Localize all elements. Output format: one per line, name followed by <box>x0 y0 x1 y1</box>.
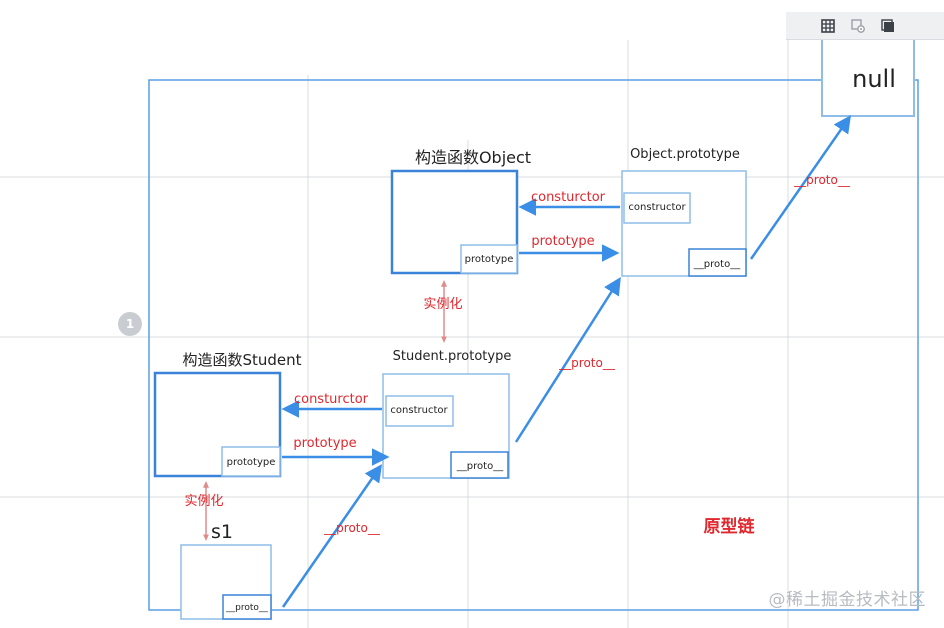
student-ctor-label: 构造函数Student <box>182 351 301 369</box>
label-student-constructor: consturctor <box>294 392 369 407</box>
object-proto-proto-text: __proto__ <box>693 259 741 270</box>
label-student-prototype: prototype <box>293 436 356 451</box>
object-proto-constructor-text: constructor <box>628 202 686 213</box>
student-ctor-prototype-text: prototype <box>227 457 276 468</box>
diagram-title: 原型链 <box>704 516 756 537</box>
student-proto-label: Student.prototype <box>393 349 512 364</box>
step-badge: 1 <box>118 312 142 336</box>
instantiation-lines <box>203 280 447 541</box>
watermark: @稀土掘金技术社区 <box>768 590 926 610</box>
label-object-constructor: consturctor <box>531 190 606 205</box>
arrow-object-proto-to-null <box>749 115 851 260</box>
label-object-prototype: prototype <box>531 234 594 249</box>
label-instantiate-object: 实例化 <box>423 297 462 312</box>
object-proto-proto-slot <box>688 248 747 277</box>
grid-icon[interactable] <box>820 18 836 34</box>
toolbar <box>786 12 944 40</box>
label-instantiate-student: 实例化 <box>184 494 223 509</box>
background-grid <box>0 40 944 628</box>
object-proto-constructor-slot <box>623 192 691 224</box>
object-proto-label: Object.prototype <box>630 147 740 162</box>
arrows <box>281 115 851 608</box>
arrow-student-proto-to-object-proto <box>514 277 621 443</box>
settings-icon[interactable] <box>850 18 866 34</box>
s1-label: s1 <box>211 521 233 543</box>
null-box <box>821 37 915 117</box>
outer-frame <box>148 79 919 611</box>
null-label: null <box>852 65 896 93</box>
object-ctor-label: 构造函数Object <box>415 148 531 167</box>
label-s1-proto: __proto__ <box>323 521 381 535</box>
student-proto-proto-text: __proto__ <box>456 461 504 472</box>
object-ctor-prototype-text: prototype <box>465 254 514 265</box>
student-ctor-prototype-slot <box>221 446 281 477</box>
object-ctor-prototype-slot <box>460 244 518 274</box>
copy-icon[interactable] <box>880 18 896 34</box>
label-object-proto-to-null: __proto__ <box>793 173 851 187</box>
label-student-proto-to-object-proto: __proto__ <box>558 356 616 370</box>
arrow-s1-proto <box>281 464 382 608</box>
student-proto-proto-slot <box>450 451 509 479</box>
s1-proto-slot <box>222 594 272 620</box>
s1-proto-text: __proto__ <box>225 603 268 613</box>
student-proto-constructor-slot <box>385 395 454 427</box>
student-proto-constructor-text: constructor <box>390 405 448 416</box>
